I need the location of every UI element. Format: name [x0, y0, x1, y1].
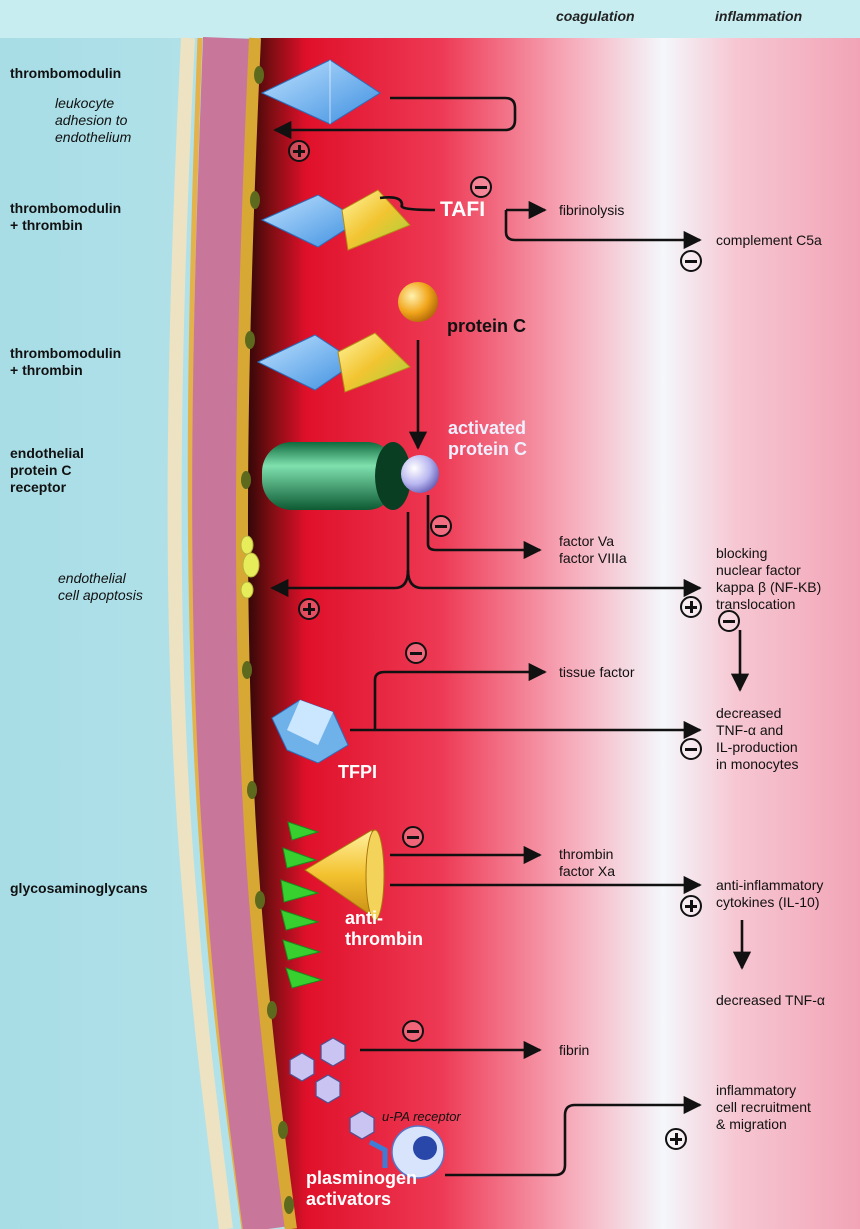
target-nfkb-translocation: blocking nuclear factor kappa β (NF-KB) … [716, 545, 821, 613]
plus-sign-leukocyte [288, 140, 310, 162]
target-factor-va-viiia: factor Va factor VIIIa [559, 533, 627, 567]
column-header-inflammation: inflammation [715, 8, 802, 25]
target-fibrinolysis: fibrinolysis [559, 202, 624, 219]
label-epcr: endothelial protein C receptor [10, 445, 84, 496]
label-protein-c: protein C [447, 318, 526, 335]
label-tafi: TAFI [440, 198, 485, 221]
epcr-cylinder [262, 442, 411, 510]
label-endothelial-apoptosis: endothelial cell apoptosis [58, 570, 143, 604]
target-decreased-tnf-alpha: decreased TNF-α [716, 992, 825, 1009]
minus-sign-complement [680, 250, 702, 272]
label-thrombomodulin-thrombin-1: thrombomodulin + thrombin [10, 200, 121, 234]
protein-c-ball [398, 282, 438, 322]
plus-sign-cytokines [680, 895, 702, 917]
label-plasminogen-activators: plasminogen activators [306, 1168, 417, 1210]
label-antithrombin: anti- thrombin [345, 908, 423, 950]
minus-sign-fibrin [402, 1020, 424, 1042]
target-complement-c5a: complement C5a [716, 232, 822, 249]
minus-sign-tnf [718, 610, 740, 632]
minus-sign-fibrinolysis [470, 176, 492, 198]
minus-sign-monocytes [680, 738, 702, 760]
target-fibrin: fibrin [559, 1042, 589, 1059]
label-thrombomodulin-thrombin-2: thrombomodulin + thrombin [10, 345, 121, 379]
label-upa-receptor: u-PA receptor [382, 1108, 461, 1125]
plus-sign-nfkb [680, 596, 702, 618]
target-tissue-factor: tissue factor [559, 664, 634, 681]
label-activated-protein-c: activated protein C [448, 418, 527, 460]
label-thrombomodulin: thrombomodulin [10, 65, 121, 82]
activated-protein-c-ball [401, 455, 439, 493]
minus-sign-factor-va [430, 515, 452, 537]
label-leukocyte-adhesion: leukocyte adhesion to endothelium [55, 95, 131, 146]
target-anti-inflammatory-cytokines: anti-inflammatory cytokines (IL-10) [716, 877, 823, 911]
target-thrombin-factor-xa: thrombin factor Xa [559, 846, 615, 880]
minus-sign-tissue-factor [405, 642, 427, 664]
target-decreased-tnf-il: decreased TNF-α and IL-production in mon… [716, 705, 798, 773]
target-inflammatory-recruitment: inflammatory cell recruitment & migratio… [716, 1082, 811, 1133]
column-header-coagulation: coagulation [556, 8, 635, 25]
label-glycosaminoglycans: glycosaminoglycans [10, 880, 148, 897]
label-tfpi: TFPI [338, 762, 377, 783]
plus-sign-recruitment [665, 1128, 687, 1150]
plus-sign-apoptosis [298, 598, 320, 620]
minus-sign-thrombin [402, 826, 424, 848]
